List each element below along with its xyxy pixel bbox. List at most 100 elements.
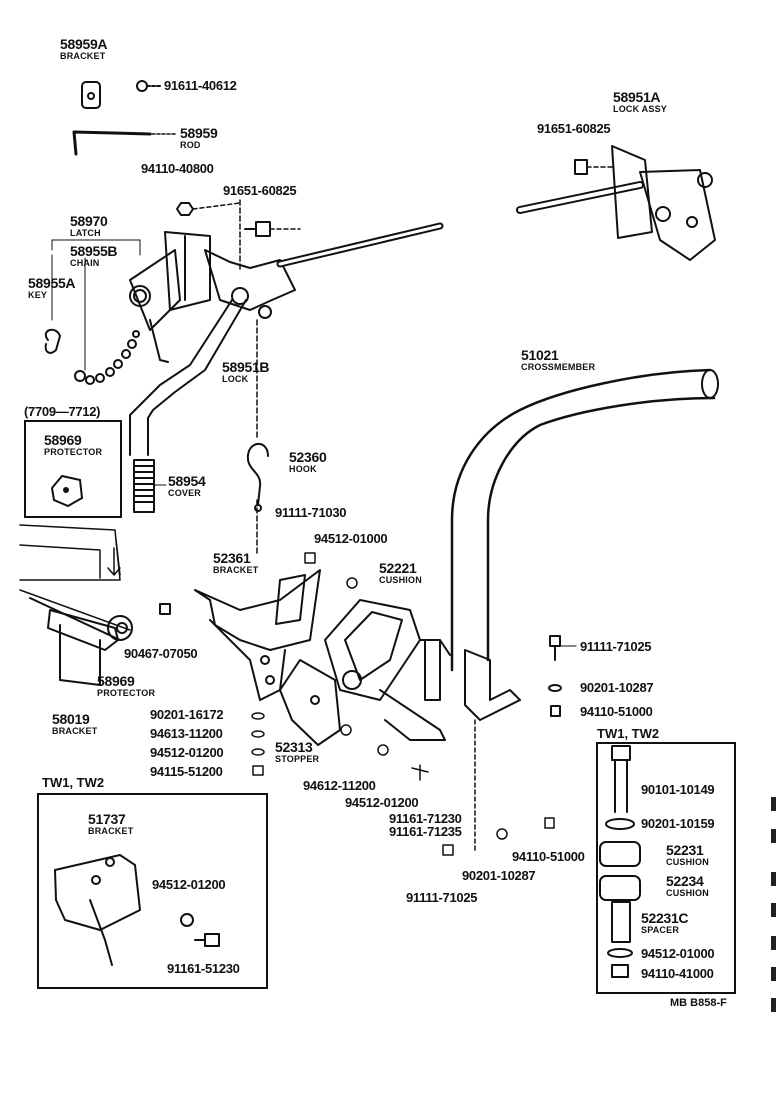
inset-callout-94110-41000: 94110-41000 xyxy=(641,966,714,981)
callout-52360: 52360 HOOK xyxy=(289,449,327,474)
part-name: PROTECTOR xyxy=(44,447,103,457)
part-name: CROSSMEMBER xyxy=(521,362,596,372)
rod-58959-part xyxy=(72,130,177,156)
part-number: 58954 xyxy=(168,473,206,489)
callout-58959a: 58959A BRACKET xyxy=(60,36,108,61)
inset-protector-box xyxy=(24,420,122,518)
part-number: 58969 xyxy=(44,432,82,448)
callout-94512-01200-center: 94512-01200 xyxy=(345,795,419,810)
callout-91651-60825-right: 91651-60825 xyxy=(537,121,611,136)
bolt-91651-part xyxy=(244,221,301,237)
inset-bracket-callout-91161-51230: 91161-51230 xyxy=(167,961,240,976)
callout-91161-71230: 91161-71230 xyxy=(389,811,462,826)
bracket-58959a-part xyxy=(81,81,101,109)
callout-91111-71025-bottom: 91111-71025 xyxy=(406,890,478,905)
callout-90201-16172: 90201-16172 xyxy=(150,707,224,722)
callout-58951b: 58951B LOCK xyxy=(222,360,270,384)
callout-91111-71025-right: 91111-71025 xyxy=(580,639,652,654)
callout-90467-07050: 90467-07050 xyxy=(124,646,198,661)
inset-bracket-callout-94512-01200: 94512-01200 xyxy=(152,877,226,892)
part-number: 52313 xyxy=(275,739,313,755)
callout-58955b: 58955B CHAIN xyxy=(70,244,118,268)
part-name: LOCK xyxy=(222,374,249,384)
callout-94512-01200-left: 94512-01200 xyxy=(150,745,224,760)
bolt-stack-right-part xyxy=(548,635,577,717)
hook-52360-part xyxy=(246,442,269,512)
inset-callout-52234: 52234 CUSHION xyxy=(666,874,709,898)
part-number: 52221 xyxy=(379,560,417,576)
bracket-58019-part xyxy=(29,597,133,686)
part-name: SPACER xyxy=(641,925,680,935)
latch-58970-part xyxy=(129,222,444,363)
callout-94110-40800: 94110-40800 xyxy=(141,161,214,176)
part-name: HOOK xyxy=(289,464,317,474)
callout-52361: 52361 BRACKET xyxy=(213,551,258,575)
part-number: 52234 xyxy=(666,873,704,889)
callout-58019: 58019 BRACKET xyxy=(52,712,97,736)
chain-58955b-part xyxy=(74,330,140,385)
callout-58954: 58954 COVER xyxy=(168,473,206,498)
inset-callout-90101-10149: 90101-10149 xyxy=(641,782,715,797)
callout-94115-51200: 94115-51200 xyxy=(150,764,223,779)
inset-bracket-title: TW1, TW2 xyxy=(42,775,105,790)
part-name: ROD xyxy=(180,140,201,150)
part-name: CUSHION xyxy=(379,575,422,585)
cover-58954-part xyxy=(133,459,155,513)
frame-sketch-part xyxy=(19,524,131,631)
callout-94612-11200: 94612-11200 xyxy=(303,778,376,793)
crossmember-plate-part xyxy=(424,639,521,851)
part-name: BRACKET xyxy=(60,51,106,61)
inset-callout-94512-01000: 94512-01000 xyxy=(641,946,715,961)
diagram-code: MB B858-F xyxy=(670,997,727,1009)
lock-58951b-part xyxy=(129,299,247,456)
part-number: 51737 xyxy=(88,811,126,827)
part-number: 58959 xyxy=(180,125,218,141)
callout-51021: 51021 CROSSMEMBER xyxy=(521,348,595,372)
bracket-52361-part xyxy=(194,569,321,701)
hardware-left-part xyxy=(251,552,555,856)
callout-94110-51000-center: 94110-51000 xyxy=(512,849,585,864)
callout-90201-10287-right: 90201-10287 xyxy=(580,680,654,695)
part-number: 58959A xyxy=(60,36,108,52)
inset-tw-bracket-box xyxy=(37,793,268,989)
lock-assy-58951a-part xyxy=(516,145,716,261)
callout-91111-71030: 91111-71030 xyxy=(275,505,347,520)
callout-94110-51000-right: 94110-51000 xyxy=(580,704,653,719)
callout-58970: 58970 LATCH xyxy=(70,214,108,238)
part-name: PROTECTOR xyxy=(97,688,156,698)
cushion-52221-part xyxy=(324,599,451,741)
part-name: STOPPER xyxy=(275,754,320,764)
callout-58969-protector-lower: 58969 PROTECTOR xyxy=(97,674,155,698)
callout-58959: 58959 ROD xyxy=(180,125,218,150)
callout-94512-01000-center: 94512-01000 xyxy=(314,531,388,546)
part-name: CHAIN xyxy=(70,258,100,268)
inset-right-stack-part xyxy=(599,745,641,978)
inset-callout-52231c: 52231C SPACER xyxy=(641,910,689,935)
part-number: 58019 xyxy=(52,711,90,727)
part-number: 58955A xyxy=(28,275,76,291)
clip-90467-part xyxy=(159,603,171,615)
part-number: 51021 xyxy=(521,347,559,363)
part-number: 52360 xyxy=(289,449,327,465)
inset-callout-52231: 52231 CUSHION xyxy=(666,843,709,867)
inset-callout-90201-10159: 90201-10159 xyxy=(641,816,715,831)
edge-markers xyxy=(771,797,776,1012)
callout-52313: 52313 STOPPER xyxy=(275,740,319,764)
part-number: 52231 xyxy=(666,842,704,858)
part-name: BRACKET xyxy=(52,726,98,736)
callout-58955a: 58955A KEY xyxy=(28,275,76,300)
part-name: LATCH xyxy=(70,228,101,238)
nut-94110-40800-part xyxy=(176,202,241,216)
part-name: BRACKET xyxy=(88,826,134,836)
inset-cushion-title: TW1, TW2 xyxy=(597,726,660,741)
part-name: CUSHION xyxy=(666,857,709,867)
inset-bracket-callout-51737: 51737 BRACKET xyxy=(88,812,133,836)
inset-protector-callout: 58969 PROTECTOR xyxy=(44,433,102,457)
part-name: COVER xyxy=(168,488,202,498)
part-name: CUSHION xyxy=(666,888,709,898)
callout-91161-71235: 91161-71235 xyxy=(389,824,462,839)
callout-91651-60825-left: 91651-60825 xyxy=(223,183,297,198)
part-number: 52231C xyxy=(641,910,689,926)
part-number: 58951A xyxy=(613,89,661,105)
